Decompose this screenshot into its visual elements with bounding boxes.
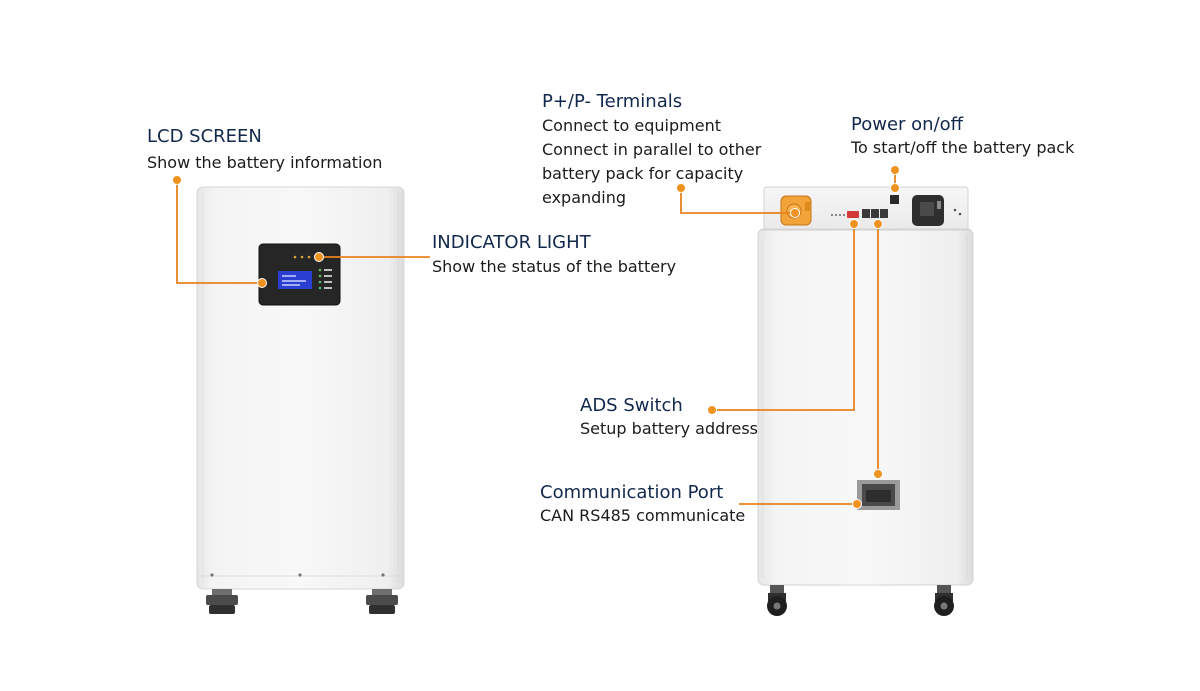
lcd-screen-display xyxy=(278,271,312,289)
communication-port-socket xyxy=(857,480,900,510)
leader-lines xyxy=(176,170,896,505)
terminals-desc-line-1: Connect to equipment xyxy=(542,116,721,135)
rear-wheel-right xyxy=(934,585,954,616)
ads-switch xyxy=(847,211,859,218)
rj-ports-top xyxy=(862,209,888,218)
indicator-description: Show the status of the battery xyxy=(432,257,677,276)
front-foot-left xyxy=(206,589,238,614)
lcd-description: Show the battery information xyxy=(147,153,383,172)
front-battery-unit xyxy=(196,186,405,614)
ads-title: ADS Switch xyxy=(580,395,683,416)
front-foot-right xyxy=(366,589,398,614)
rear-wheel-left xyxy=(767,585,787,616)
indicator-leds xyxy=(318,268,332,290)
terminals-description: Connect to equipment Connect in parallel… xyxy=(542,114,782,210)
lcd-leader xyxy=(176,180,259,284)
power-description: To start/off the battery pack xyxy=(851,138,1075,157)
comm-description: CAN RS485 communicate xyxy=(540,506,746,525)
lcd-title: LCD SCREEN xyxy=(147,126,262,147)
leader-dots xyxy=(172,165,900,509)
terminals-desc-line-2: Connect in parallel to other xyxy=(542,140,762,159)
comm-title: Communication Port xyxy=(540,482,724,503)
terminals-title: P+/P- Terminals xyxy=(542,91,683,112)
ads-description: Setup battery address xyxy=(580,419,758,438)
rear-battery-unit xyxy=(757,186,974,616)
power-title: Power on/off xyxy=(851,114,964,135)
ads-leader xyxy=(712,224,855,411)
indicator-title: INDICATOR LIGHT xyxy=(432,232,591,253)
control-panel xyxy=(258,243,341,306)
power-switch xyxy=(890,195,899,204)
terminals-desc-line-3: battery pack for capacity xyxy=(542,164,744,183)
terminals-desc-line-4: expanding xyxy=(542,188,627,207)
terminals-leader xyxy=(680,188,795,214)
negative-terminal xyxy=(912,195,944,226)
